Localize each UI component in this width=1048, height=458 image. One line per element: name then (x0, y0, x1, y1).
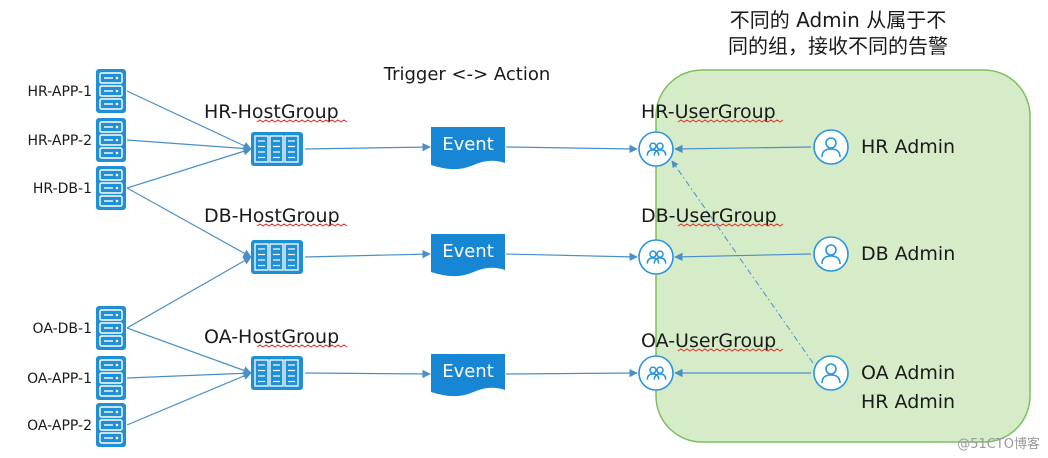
server-node: OA-APP-1 (27, 356, 126, 400)
user-group-icon (638, 355, 674, 391)
hostgroup-label: HR-HostGroup (204, 101, 339, 123)
user-icon (813, 129, 849, 165)
admin-node: HR Admin (813, 129, 955, 165)
event-shape (431, 354, 505, 397)
server-label: HR-DB-1 (33, 181, 92, 197)
admin-node: OA Admin HR Admin (813, 355, 955, 413)
event-shape (431, 127, 505, 170)
server-icon (96, 403, 126, 447)
link-server-to-hostgroup (126, 372, 252, 426)
link-server-to-hostgroup (126, 369, 252, 379)
server-node: OA-DB-1 (33, 306, 126, 350)
link-server-to-hostgroup (126, 256, 252, 329)
link-oa-admin-to-hr-usergroup (671, 160, 814, 364)
hostgroup-node: HR-HostGroup (204, 101, 348, 166)
watermark: @51CTO博客 (957, 436, 1040, 452)
link-server-to-hostgroup (126, 187, 252, 258)
link-admin-to-usergroup (674, 252, 812, 262)
event-node: Event (431, 127, 505, 170)
usergroup-label: DB-UserGroup (641, 205, 777, 227)
event-label: Event (442, 241, 494, 262)
admin-node: DB Admin (813, 236, 955, 272)
server-node: HR-DB-1 (33, 166, 126, 210)
event-label: Event (442, 134, 494, 155)
admin-label: OA Admin (861, 362, 955, 384)
spellcheck-underline (677, 223, 784, 227)
user-icon (813, 236, 849, 272)
usergroup-node: HR-UserGroup (638, 101, 784, 167)
link-server-to-hostgroup (126, 90, 252, 150)
server-icon (96, 118, 126, 162)
servers: HR-APP-1HR-APP-2HR-DB-1OA-DB-1OA-APP-1OA… (27, 69, 126, 447)
spellcheck-underline (677, 348, 784, 352)
link-server-to-hostgroup (126, 147, 252, 189)
user-icon (813, 355, 849, 391)
hostgroup-node: DB-HostGroup (204, 205, 348, 274)
link-event-to-usergroup (505, 368, 638, 378)
server-node: HR-APP-2 (27, 118, 126, 162)
event-node: Event (431, 234, 505, 277)
server-icon (96, 166, 126, 210)
host-group-icon (251, 132, 303, 166)
link-event-to-usergroup (505, 252, 638, 262)
host-group-icon (251, 356, 303, 390)
event-label: Event (442, 361, 494, 382)
usergroup-node: DB-UserGroup (638, 205, 784, 275)
link-hostgroup-to-event (304, 249, 431, 259)
user-group-icon (638, 131, 674, 167)
diagram-title: Trigger <-> Action (383, 64, 551, 85)
note-line-2: 同的组，接收不同的告警 (728, 34, 948, 58)
link-hostgroup-to-event (304, 142, 431, 152)
server-icon (96, 356, 126, 400)
link-server-to-hostgroup (126, 327, 252, 375)
link-hostgroup-to-event (304, 369, 431, 379)
hostgroup-label: OA-HostGroup (204, 326, 339, 348)
note-line-1: 不同的 Admin 从属于不 (730, 8, 946, 32)
link-event-to-usergroup (505, 144, 638, 154)
event-node: Event (431, 354, 505, 397)
server-label: OA-APP-1 (27, 371, 92, 387)
event-shape (431, 234, 505, 277)
admin-label: DB Admin (861, 243, 955, 265)
usergroup-label: HR-UserGroup (641, 101, 776, 123)
user-group-icon (638, 239, 674, 275)
server-label: HR-APP-2 (27, 133, 92, 149)
spellcheck-underline (256, 223, 348, 227)
server-label: HR-APP-1 (27, 84, 92, 100)
spellcheck-underline (256, 119, 348, 123)
admins: HR Admin DB Admin OA Admin HR Admin (813, 129, 955, 413)
server-icon (96, 306, 126, 350)
connections (126, 90, 814, 426)
server-label: OA-DB-1 (33, 321, 92, 337)
hostgroup-label: DB-HostGroup (204, 205, 340, 227)
server-icon (96, 69, 126, 113)
usergroup-label: OA-UserGroup (641, 330, 776, 352)
usergroup-node: OA-UserGroup (638, 330, 784, 391)
hostgroup-node: OA-HostGroup (204, 326, 348, 390)
spellcheck-underline (677, 119, 784, 123)
server-node: HR-APP-1 (27, 69, 126, 113)
admin-label: HR Admin (861, 136, 955, 158)
link-admin-to-usergroup (674, 144, 812, 154)
server-node: OA-APP-2 (27, 403, 126, 447)
admin-label-secondary: HR Admin (861, 391, 955, 413)
host-group-icon (251, 240, 303, 274)
link-server-to-hostgroup (126, 139, 252, 153)
spellcheck-underline (256, 344, 348, 348)
server-label: OA-APP-2 (27, 418, 92, 434)
